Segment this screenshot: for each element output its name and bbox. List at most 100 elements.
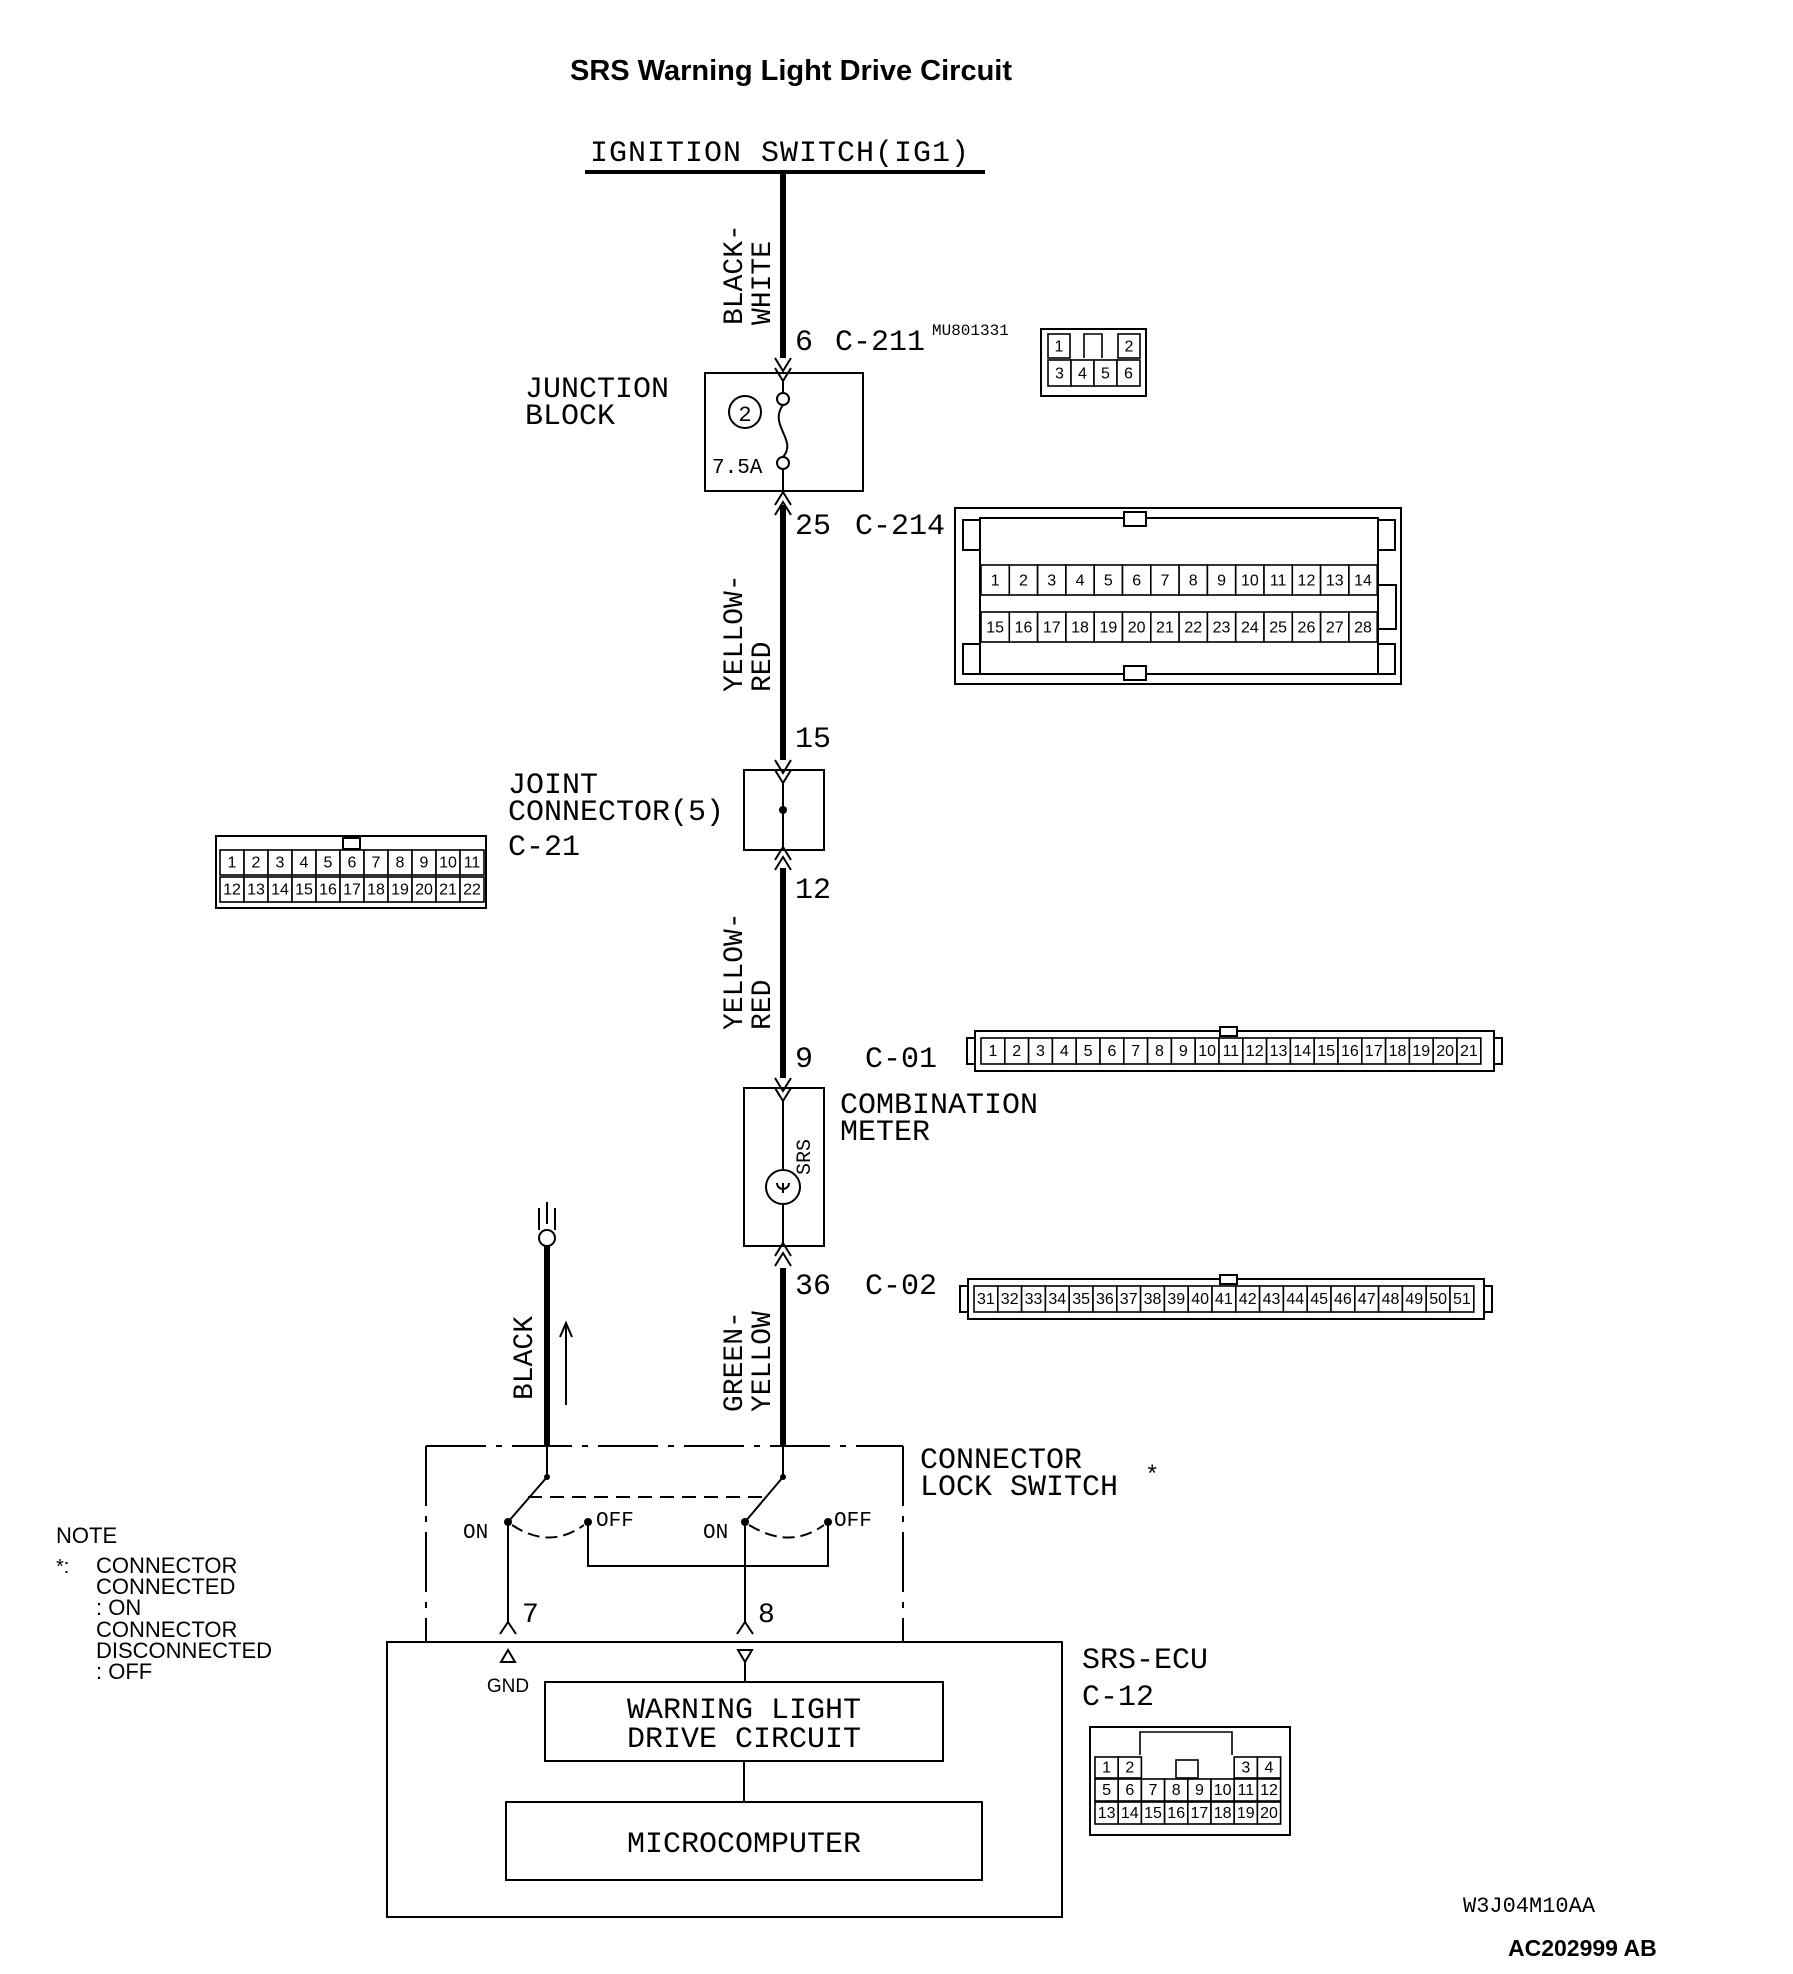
switch-off-label-left: OFF	[596, 1510, 634, 1533]
connector-pin-number: 19	[391, 882, 409, 899]
connector-pin-number: 6	[1125, 1782, 1134, 1799]
connector-pin-number: 9	[420, 855, 429, 872]
connector-pin-number: 5	[1102, 1782, 1111, 1799]
connector-pin-number: 12	[223, 882, 241, 899]
connector-cavity	[1256, 1801, 1282, 1825]
connector-pin-number: 10	[1214, 1782, 1232, 1799]
svg-text:GREEN-: GREEN-	[720, 1311, 751, 1412]
wire-color-2: YELLOW- RED	[720, 574, 779, 692]
connector-pin-number: 14	[1121, 1805, 1139, 1822]
connector-pin-number: 14	[271, 882, 289, 899]
connector-pin-number: 7	[372, 855, 381, 872]
connector-cavity	[267, 876, 293, 903]
connector-cavity	[1319, 564, 1350, 596]
connector-pin-number: 4	[300, 855, 309, 872]
connector-cavity	[1348, 564, 1379, 596]
junction-block: 2 7.5A	[704, 357, 864, 516]
connector-pin-number: 4	[1076, 572, 1085, 589]
connector-pin-number: 4	[1078, 365, 1087, 382]
connector-pin-number: 13	[247, 882, 265, 899]
connector-pin-number: 1	[1102, 1760, 1111, 1777]
connector-c211-part: MU801331	[932, 322, 1009, 340]
pin-6: 6	[795, 326, 813, 360]
connector-pin-number: 17	[1191, 1805, 1209, 1822]
connector-c21-label: C-21	[508, 831, 580, 865]
connector-pin-number: 18	[1389, 1043, 1407, 1060]
svg-text:DISCONNECTED: DISCONNECTED	[96, 1638, 272, 1663]
pin-15: 15	[795, 723, 831, 757]
connector-pin-number: 4	[1265, 1760, 1274, 1777]
wire-color-1: BLACK- WHITE	[720, 224, 779, 325]
connector-cavity	[267, 849, 293, 876]
connector-cavity	[1008, 564, 1039, 596]
connector-c214-label: C-214	[855, 510, 945, 544]
connector-pin-number: 47	[1358, 1291, 1376, 1308]
connector-cavity	[1234, 564, 1265, 596]
junction-block-label-2: BLOCK	[525, 400, 615, 434]
connector-pin-number: 5	[324, 855, 333, 872]
output-terminal-icon	[736, 1649, 754, 1664]
fuse-number: 2	[738, 403, 751, 428]
connector-cavity	[1036, 564, 1067, 596]
diagram-code: W3J04M10AA	[1463, 1894, 1596, 1919]
connector-pin-number: 7	[1160, 572, 1169, 589]
connector-pin-number: 10	[1241, 572, 1259, 589]
connector-cavity	[1047, 333, 1071, 359]
connector-pin-number: 1	[1055, 338, 1064, 355]
svg-text:YELLOW: YELLOW	[748, 1311, 779, 1412]
joint-connector-label-1: JOINT	[508, 769, 598, 803]
lock-switch-label-1: CONNECTOR	[920, 1444, 1082, 1478]
connector-cavity	[980, 611, 1011, 643]
connector-pin-number: 9	[1217, 572, 1226, 589]
connector-pin-number: 12	[1298, 572, 1316, 589]
connector-pin-number: 19	[1099, 619, 1117, 636]
wire-color-4: GREEN- YELLOW	[720, 1311, 779, 1412]
switch-off-label-right: OFF	[834, 1510, 872, 1533]
microcomputer	[505, 1801, 983, 1881]
connector-cavity	[1291, 564, 1322, 596]
connector-pin-number: 5	[1104, 572, 1113, 589]
srs-ecu-label: SRS-ECU	[1082, 1644, 1208, 1678]
connector-pin-number: 14	[1293, 1043, 1311, 1060]
connector-pin-number: 17	[343, 882, 361, 899]
note-marker: *:	[56, 1556, 69, 1578]
pin-12: 12	[795, 874, 831, 908]
gnd-terminal-icon	[499, 1648, 517, 1663]
connector-cavity	[1206, 611, 1237, 643]
connector-pin-number: 27	[1326, 619, 1344, 636]
connector-cavity	[291, 876, 317, 903]
connector-cavity	[315, 849, 341, 876]
connector-cavity	[980, 564, 1011, 596]
connector-pin-number: 8	[1189, 572, 1198, 589]
switch-on-label-left: ON	[463, 1522, 488, 1545]
connector-pin-number: 23	[1213, 619, 1231, 636]
connector-pin-number: 10	[439, 855, 457, 872]
warning-light-drive-circuit	[544, 1681, 944, 1762]
gnd-label: GND	[487, 1676, 529, 1697]
connector-pin-number: 3	[276, 855, 285, 872]
connector-pin-number: 34	[1048, 1291, 1066, 1308]
connector-pin-number: 13	[1270, 1043, 1288, 1060]
connector-pin-number: 11	[1223, 1043, 1240, 1060]
connector-cavity	[363, 849, 389, 876]
connector-cavity	[1121, 564, 1152, 596]
connector-cavity	[459, 876, 485, 903]
svg-text:YELLOW-: YELLOW-	[720, 574, 751, 692]
connector-pin-number: 15	[986, 619, 1004, 636]
connector-pin-number: 39	[1167, 1291, 1185, 1308]
svg-text:WHITE: WHITE	[748, 241, 779, 325]
connector-pin-number: 2	[1125, 1760, 1134, 1777]
srs-lamp-label: SRS	[794, 1139, 817, 1175]
pin-7: 7	[522, 1600, 539, 1631]
pin-9: 9	[795, 1043, 813, 1077]
connector-pin-number: 18	[367, 882, 385, 899]
connector-cavity	[291, 849, 317, 876]
svg-text:BLACK-: BLACK-	[720, 224, 751, 325]
pin-25: 25	[795, 510, 831, 544]
svg-text:WARNING LIGHT: WARNING LIGHT	[627, 1694, 861, 1728]
connector-cavity	[1117, 333, 1141, 359]
connector-pin-number: 11	[1270, 572, 1287, 589]
